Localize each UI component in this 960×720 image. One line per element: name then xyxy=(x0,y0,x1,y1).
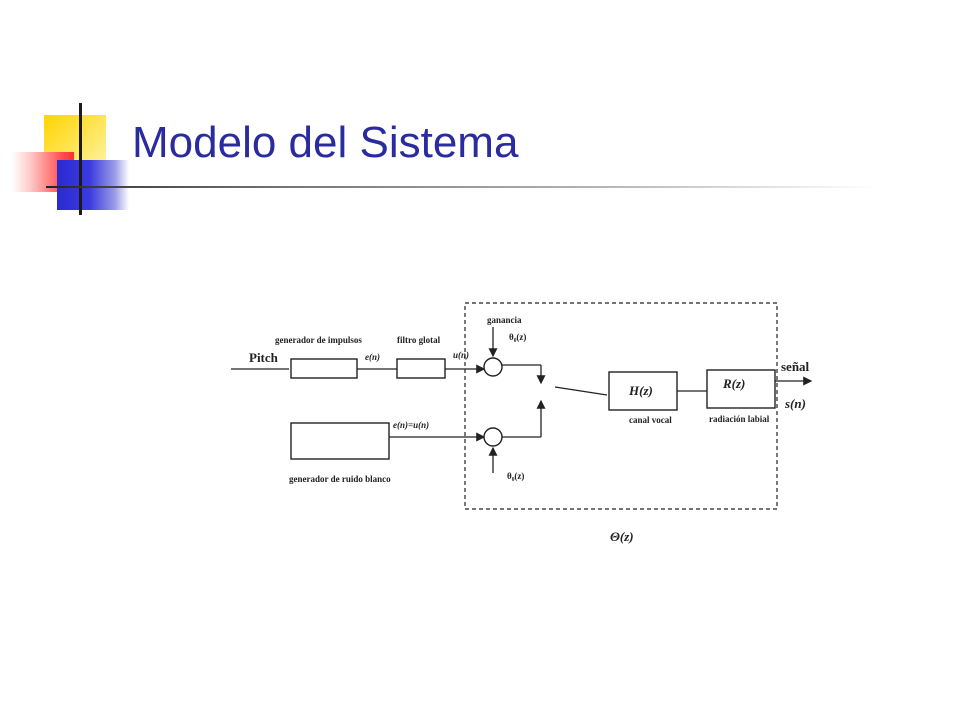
lip-radiation-label: radiación labial xyxy=(709,414,770,424)
top-multiplier xyxy=(483,357,503,377)
slide-title: Modelo del Sistema xyxy=(132,118,519,167)
glottal-filter-label: filtro glotal xyxy=(397,335,441,345)
signal-un-label: u(n) xyxy=(453,350,469,360)
white-noise-generator-label: generador de ruido blanco xyxy=(289,474,391,484)
speech-system-diagram: Pitch generador de impulsos e(n) filtro … xyxy=(231,302,813,544)
rz-box xyxy=(706,369,776,409)
decor-vertical-line xyxy=(79,103,82,215)
theta-bottom-label: θ₀(z) xyxy=(507,471,524,481)
system-boundary xyxy=(464,302,778,510)
pitch-label: Pitch xyxy=(249,350,279,365)
white-noise-generator-box xyxy=(290,422,390,460)
gain-label: ganancia xyxy=(487,315,522,325)
impulse-generator-label: generador de impulsos xyxy=(275,335,362,345)
hz-label: H(z) xyxy=(628,383,653,398)
switch-lever xyxy=(554,386,608,396)
theta-top-label: θ₀(z) xyxy=(509,332,526,342)
rz-label: R(z) xyxy=(722,376,745,391)
glottal-filter-box xyxy=(396,358,446,379)
bottom-multiplier xyxy=(483,427,503,447)
output-signal-label: señal xyxy=(781,359,810,374)
theta-total-label: Θ(z) xyxy=(610,529,634,544)
noise-en-un-label: e(n)=u(n) xyxy=(393,420,429,430)
signal-en-label: e(n) xyxy=(365,352,380,362)
vocal-tract-label: canal vocal xyxy=(629,415,672,425)
title-underline xyxy=(46,186,876,188)
hz-box xyxy=(608,371,678,411)
decor-blue-square xyxy=(57,160,129,210)
impulse-generator-box xyxy=(290,358,358,379)
sn-label: s(n) xyxy=(784,396,806,411)
